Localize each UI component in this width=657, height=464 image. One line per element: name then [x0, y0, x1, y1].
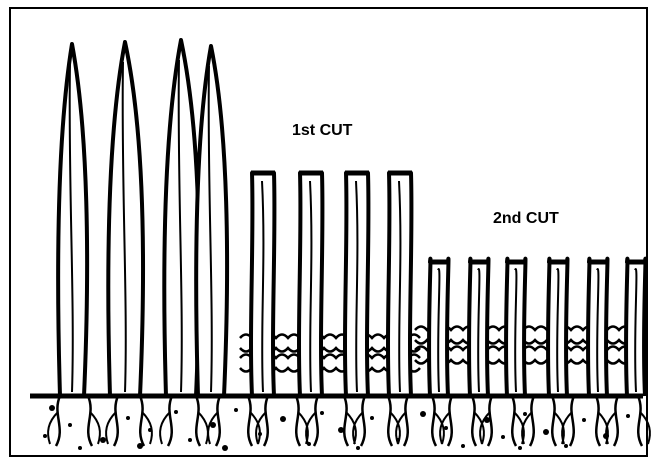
grass-clipping [415, 327, 643, 331]
grass-clipping [415, 340, 643, 344]
soil-speck [461, 444, 465, 448]
root [570, 396, 574, 446]
root [248, 396, 252, 446]
root [196, 396, 200, 446]
root [596, 396, 600, 446]
root [168, 396, 172, 446]
root [314, 396, 318, 446]
root [552, 396, 556, 446]
blade-vein [356, 181, 357, 392]
root [512, 396, 516, 446]
soil-speck [564, 444, 568, 448]
soil-specks [43, 405, 630, 451]
root-branch [198, 412, 208, 444]
blade-vein [310, 181, 311, 392]
root [388, 396, 392, 446]
root [404, 396, 408, 446]
soil-speck [370, 416, 374, 420]
soil-speck [543, 429, 549, 435]
soil-speck [126, 416, 130, 420]
root-branch [142, 412, 152, 444]
root [638, 396, 642, 446]
soil-speck [100, 437, 106, 443]
root [361, 396, 365, 446]
soil-speck [582, 418, 586, 422]
root-branch [606, 412, 616, 444]
root-branch [396, 412, 406, 444]
root-branch [306, 412, 316, 444]
root [448, 396, 452, 446]
root [472, 396, 476, 446]
root-branch [562, 412, 572, 444]
root-branch [256, 412, 266, 444]
root-branch [160, 412, 170, 444]
root [530, 396, 534, 446]
first-cut-label: 1st CUT [292, 123, 352, 139]
root [432, 396, 436, 446]
root-branch [353, 412, 363, 444]
root-branch [434, 412, 444, 444]
soil-speck [188, 438, 192, 442]
soil-speck [501, 435, 505, 439]
soil-speck [444, 426, 448, 430]
root-branch [480, 412, 490, 444]
root [296, 396, 300, 446]
grass-clipping [415, 347, 643, 351]
soil-speck [222, 445, 228, 451]
grass-clipping [415, 360, 643, 364]
soil-speck [626, 414, 630, 418]
soil-speck [78, 446, 82, 450]
blade-vein [399, 181, 400, 392]
root [216, 396, 220, 446]
soil-speck [518, 446, 522, 450]
root-branch [474, 412, 484, 444]
soil-speck [174, 410, 178, 414]
root [114, 396, 118, 446]
root [56, 396, 60, 446]
root-branch [208, 412, 218, 444]
root [88, 396, 92, 446]
root-branch [90, 412, 100, 444]
grass-roots [48, 396, 650, 446]
root-branch [390, 412, 400, 444]
soil-speck [49, 405, 55, 411]
second-cut-label: 2nd CUT [493, 211, 559, 227]
soil-speck [280, 416, 286, 422]
soil-speck [523, 412, 527, 416]
root-branch [48, 412, 58, 444]
soil-speck [420, 411, 426, 417]
soil-speck [43, 434, 47, 438]
soil-speck [356, 446, 360, 450]
root-branch [250, 412, 260, 444]
root [264, 396, 268, 446]
root-branch [106, 412, 116, 444]
root-branch [522, 412, 532, 444]
blade-vein [262, 181, 263, 392]
soil-speck [234, 408, 238, 412]
root [614, 396, 618, 446]
root-branch [640, 412, 650, 444]
soil-speck [68, 423, 72, 427]
root [344, 396, 348, 446]
root [140, 396, 144, 446]
soil-speck [320, 411, 324, 415]
